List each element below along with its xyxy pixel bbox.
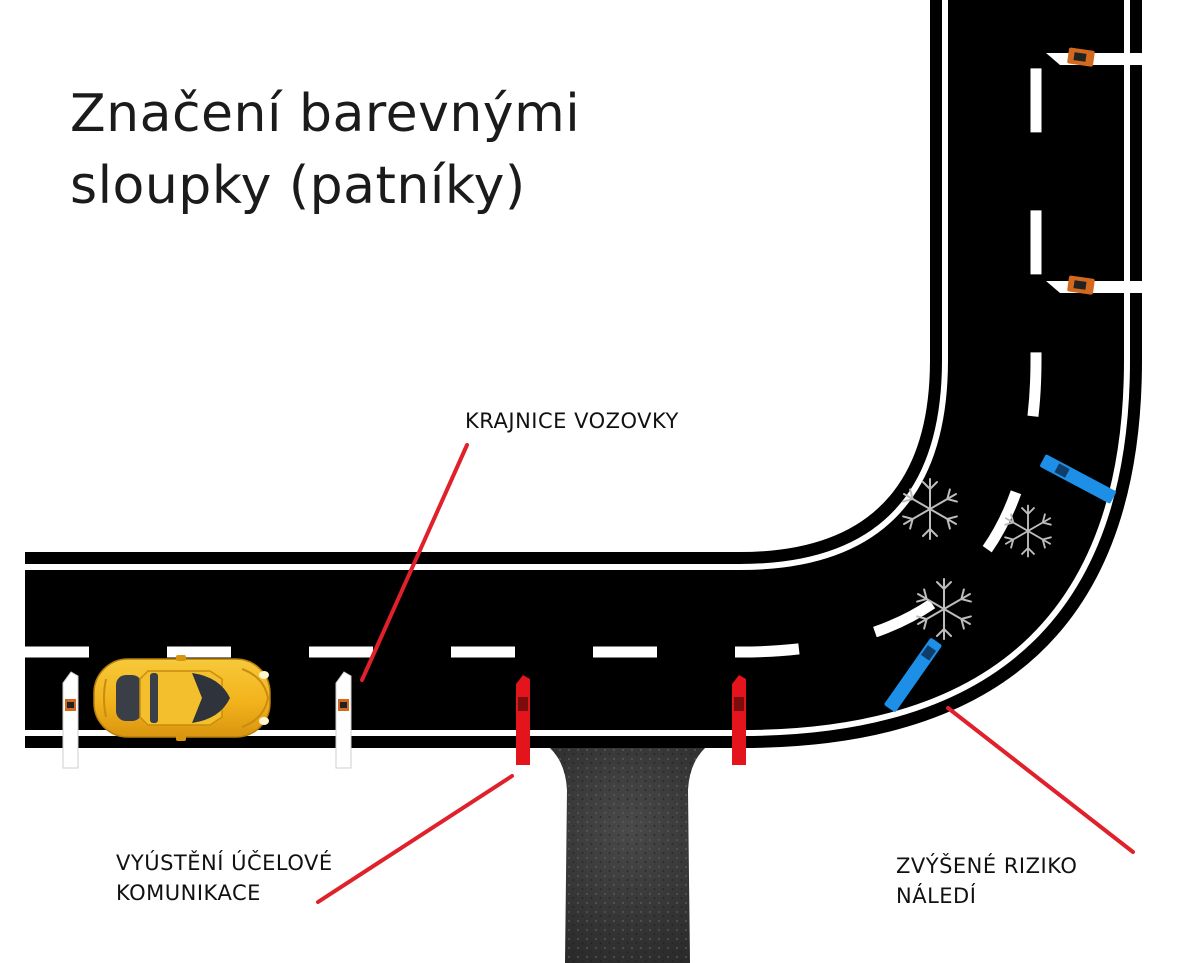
label-ice-risk-line-1: ZVÝŠENÉ RIZIKO (896, 854, 1078, 878)
page-title: Značení barevnými sloupky (patníky) (70, 78, 710, 222)
label-ice-risk-line-2: NÁLEDÍ (896, 884, 977, 908)
red-post-left (516, 675, 530, 765)
main-road-asphalt (25, 0, 1142, 748)
title-line-2: sloupky (patníky) (70, 156, 526, 216)
white-edge-post (62, 671, 79, 769)
road-edge-lines (25, 0, 1130, 736)
white-edge-post (335, 671, 352, 769)
blue-post-lower (884, 638, 942, 712)
title-line-1: Značení barevnými (70, 84, 581, 144)
pointer-lines (316, 443, 1135, 904)
pointer-road-edge (360, 443, 469, 682)
snowflake-icon (1004, 504, 1052, 558)
white-edge-post-top (1046, 47, 1142, 67)
label-ice-risk: ZVÝŠENÉ RIZIKO NÁLEDÍ (896, 851, 1077, 911)
red-post-right (732, 675, 746, 765)
access-road (535, 738, 720, 963)
label-access-road-line-1: VYÚSTĚNÍ ÚČELOVÉ (116, 851, 333, 875)
label-access-road-line-2: KOMUNIKACE (116, 881, 261, 905)
blue-post-upper (1040, 454, 1116, 504)
car-icon (93, 655, 271, 741)
pointer-access-road (316, 774, 514, 904)
pointer-ice-risk (946, 706, 1135, 854)
white-edge-post-top (1046, 275, 1142, 295)
snowflake-icon (902, 478, 958, 540)
label-road-edge: KRAJNICE VOZOVKY (465, 406, 679, 436)
snowflake-icon (916, 578, 972, 640)
label-road-edge-text: KRAJNICE VOZOVKY (465, 409, 679, 433)
label-access-road: VYÚSTĚNÍ ÚČELOVÉ KOMUNIKACE (116, 848, 333, 908)
